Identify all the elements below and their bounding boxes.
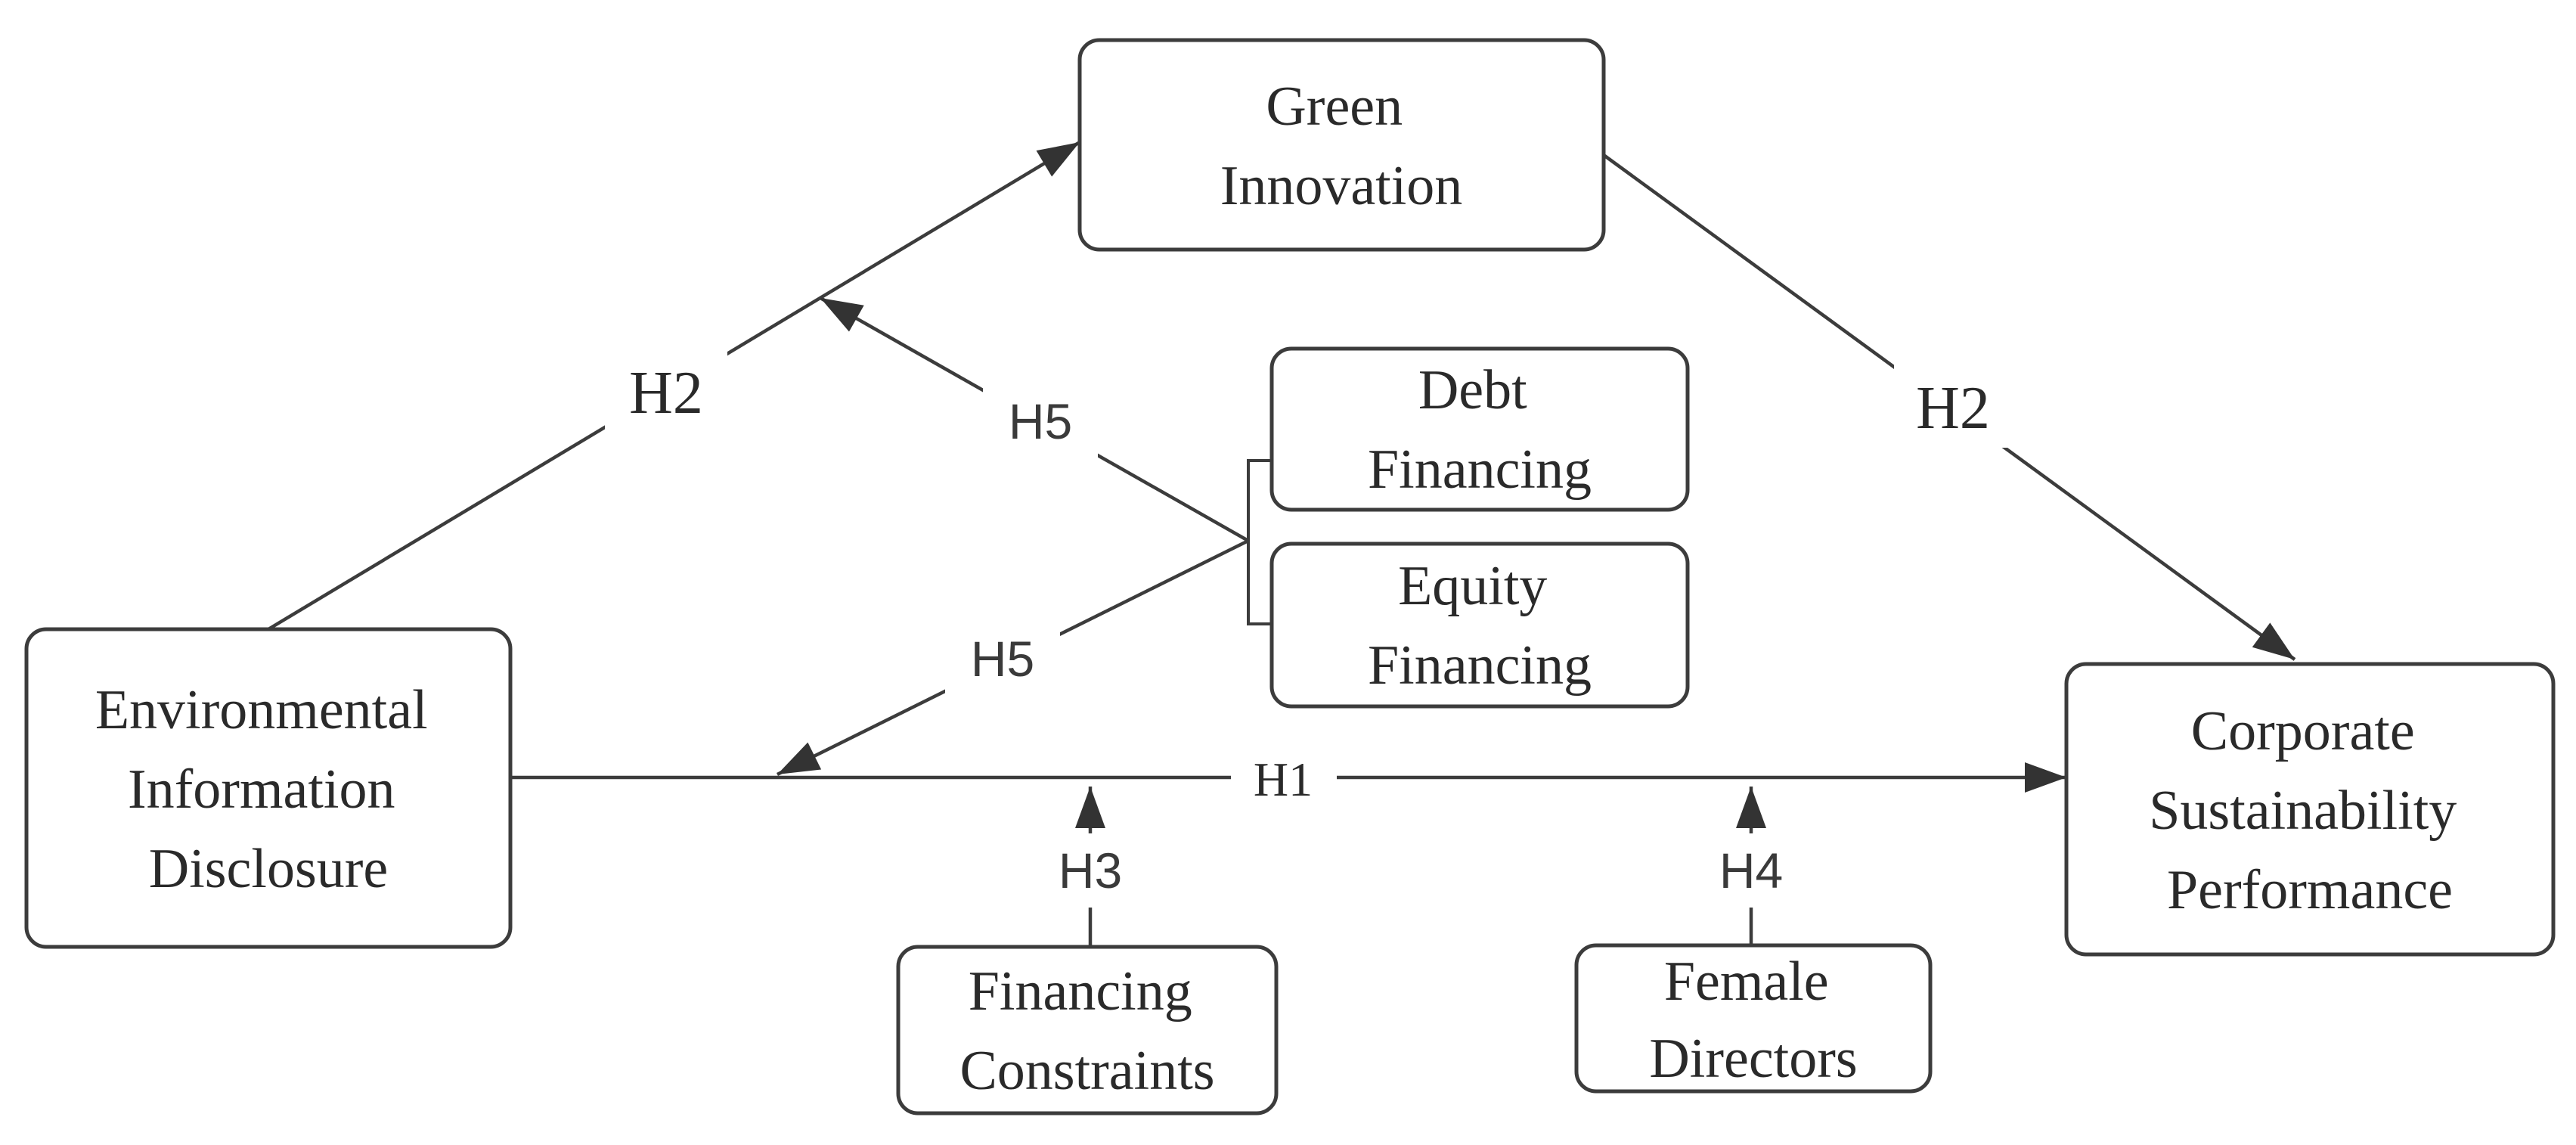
h5-lower-label: H5 [971, 631, 1034, 687]
debt-financing-node: Debt Financing [1269, 346, 1690, 512]
green-innovation-node: Green Innovation [1077, 38, 1606, 252]
h2-right-label-mask [1894, 365, 2013, 448]
female-directors-label: Female Directors [1649, 951, 1857, 1090]
h5-upper-label-mask [983, 383, 1098, 460]
h2-left-label-mask [605, 349, 727, 434]
h2-left-label: H2 [629, 360, 703, 427]
debt-financing-box [1269, 346, 1690, 512]
h3-label-mask [1036, 833, 1145, 908]
environmental-information-disclosure-label: Environmental Information Disclosure [95, 679, 442, 900]
h2-right-label: H2 [1916, 375, 1990, 442]
h5-lower-label-mask [945, 620, 1060, 697]
h4-label-mask [1697, 833, 1806, 908]
corporate-sustainability-performance-node: Corporate Sustainability Performance [2064, 662, 2556, 957]
financing-constraints-label: Financing Constraints [959, 960, 1214, 1102]
financing-bracket [1247, 459, 1272, 625]
financing-constraints-box [896, 945, 1279, 1116]
green-innovation-label: Green Innovation [1220, 76, 1463, 217]
financing-constraints-node: Financing Constraints [896, 945, 1279, 1116]
female-directors-box [1574, 943, 1933, 1094]
corporate-sustainability-performance-box [2064, 662, 2556, 957]
environmental-information-disclosure-node: Environmental Information Disclosure [24, 627, 513, 949]
equity-financing-box [1269, 541, 1690, 709]
h5-upper-label: H5 [1009, 393, 1072, 449]
h4-label: H4 [1719, 842, 1783, 898]
green-innovation-box [1077, 38, 1606, 252]
debt-financing-label: Debt Financing [1368, 359, 1592, 501]
h3-label: H3 [1059, 842, 1122, 898]
corporate-sustainability-performance-label: Corporate Sustainability Performance [2149, 700, 2471, 921]
equity-financing-label: Equity Financing [1368, 555, 1592, 697]
environmental-information-disclosure-box [24, 627, 513, 949]
female-directors-node: Female Directors [1574, 943, 1933, 1094]
h1-label-mask [1231, 743, 1337, 815]
h1-label: H1 [1254, 752, 1313, 806]
equity-financing-node: Equity Financing [1269, 541, 1690, 709]
